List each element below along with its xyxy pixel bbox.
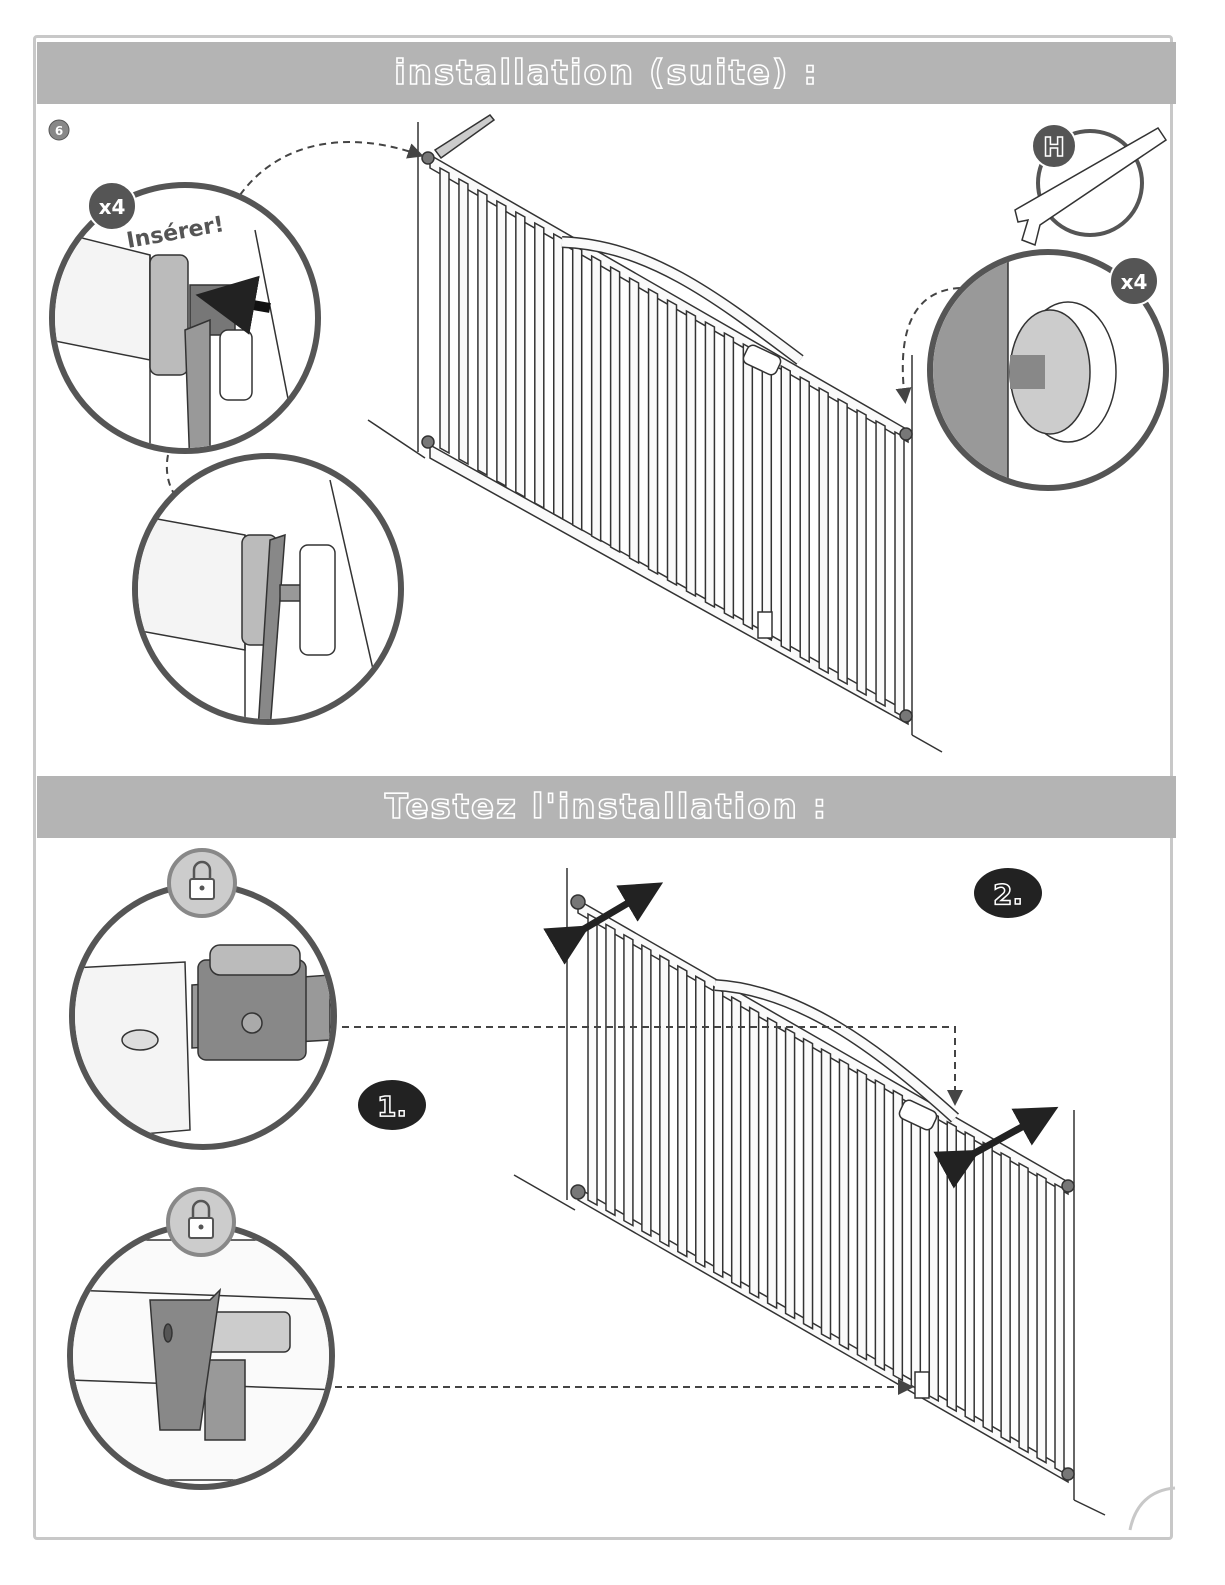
step-label: 2.: [993, 878, 1023, 911]
gate-bar: [668, 300, 677, 585]
quantity-badge: x4: [1121, 270, 1148, 294]
gate-bar: [857, 1070, 866, 1360]
step-number-badge: 6: [49, 120, 69, 140]
gate-illustration-top: [368, 115, 942, 752]
gate-bar: [800, 377, 809, 662]
lock-icon: [168, 1189, 234, 1255]
gate-bar: [1001, 1153, 1010, 1442]
lock-detail-top: [72, 850, 334, 1147]
detail-circle-inserted: [135, 456, 401, 740]
gate-illustration-bottom: [514, 868, 1105, 1515]
gate-bar: [714, 987, 723, 1277]
gate-bar: [965, 1132, 974, 1421]
gate-bar: [642, 945, 651, 1236]
gate-bar: [459, 179, 468, 464]
gate-bar: [768, 1018, 777, 1308]
gate-bar: [497, 201, 506, 486]
gate-bar: [895, 432, 904, 717]
gate-bar: [762, 355, 771, 640]
gate-bar: [630, 278, 639, 563]
gate-bar: [678, 966, 687, 1257]
gate-bar: [732, 997, 741, 1287]
gate-bar: [611, 267, 620, 552]
gate-bar: [876, 421, 885, 706]
gate-bar: [786, 1028, 795, 1318]
test-step-2-badge: 2.: [974, 868, 1042, 918]
gate-bar: [838, 399, 847, 684]
step-label: 1.: [377, 1090, 407, 1123]
lock-detail-bottom: [70, 1189, 340, 1487]
gate-bar: [705, 322, 714, 607]
step-number: 6: [55, 124, 63, 138]
part-letter: H: [1043, 133, 1065, 163]
gate-bar: [554, 234, 563, 519]
gate-bar: [929, 1111, 938, 1401]
detail-circle-insert: x4 Insérer!: [50, 182, 318, 470]
gate-bar: [535, 223, 544, 508]
gate-bar: [743, 344, 752, 629]
gate-bar: [624, 935, 633, 1226]
gate-bar: [804, 1039, 813, 1329]
gate-bar: [750, 1007, 759, 1297]
gate-bar: [573, 245, 582, 530]
gate-bar: [724, 333, 733, 618]
gate-bar: [592, 256, 601, 541]
gate-bar: [1037, 1174, 1046, 1463]
gate-bar: [696, 976, 705, 1267]
gate-bar: [983, 1142, 992, 1431]
gate-bar: [606, 924, 615, 1215]
gate-bar: [1055, 1184, 1064, 1473]
gate-bar: [822, 1049, 831, 1339]
gate-bar: [875, 1080, 884, 1370]
gate-bar: [911, 1101, 920, 1391]
tool-h-detail: H: [1015, 124, 1166, 245]
gate-bar: [660, 956, 669, 1247]
gate-bar: [781, 366, 790, 651]
gate-bar: [649, 289, 658, 574]
gate-bar: [440, 168, 449, 453]
gate-bar: [819, 388, 828, 673]
gate-bar: [588, 914, 597, 1205]
gate-bar: [947, 1122, 956, 1411]
gate-bar: [857, 410, 866, 695]
gate-bar: [478, 190, 487, 475]
lock-icon: [169, 850, 235, 916]
gate-bar: [893, 1091, 902, 1381]
quantity-badge: x4: [99, 195, 126, 219]
gate-bar: [686, 311, 695, 596]
test-step-1-badge: 1.: [358, 1080, 426, 1130]
gate-bar: [839, 1059, 848, 1349]
gate-bar: [516, 212, 525, 497]
detail-circle-bolt: x4: [930, 250, 1166, 490]
gate-bar: [1019, 1163, 1028, 1452]
